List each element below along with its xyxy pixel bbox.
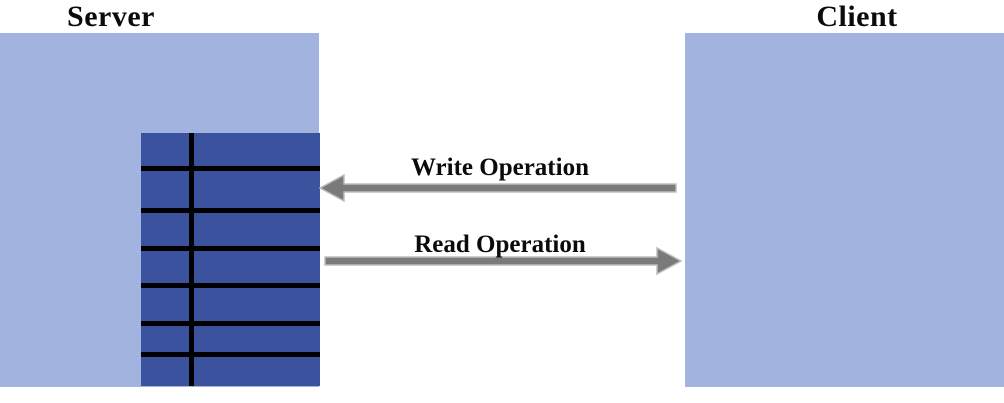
read-operation-label: Read Operation: [414, 231, 586, 258]
write-operation-arrow: [318, 173, 677, 203]
write-operation-label: Write Operation: [411, 154, 589, 181]
table-row-divider: [141, 352, 320, 357]
table-row-divider: [141, 321, 320, 326]
read-operation-arrow: [324, 246, 683, 276]
table-row-divider: [141, 283, 320, 288]
server-title: Server: [67, 0, 155, 33]
client-title: Client: [816, 0, 898, 33]
table-row-divider: [141, 246, 320, 251]
table-row-divider: [141, 208, 320, 213]
client-panel: [685, 33, 1004, 387]
table-row-divider: [141, 166, 320, 171]
database-table: [141, 133, 320, 386]
table-column-divider: [189, 133, 194, 386]
